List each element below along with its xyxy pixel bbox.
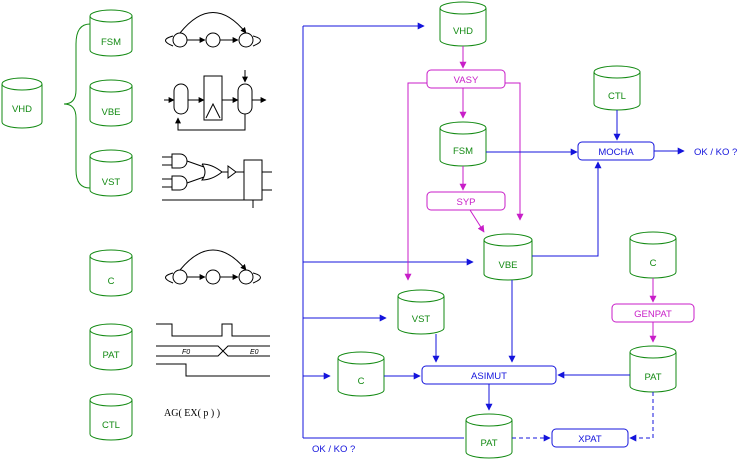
legend-vst-label: VST <box>102 177 121 188</box>
legend-fsm-cylinder: FSM <box>89 9 133 57</box>
flow-ctl-cylinder: CTL <box>593 65 641 111</box>
wave-label-e0: E0 <box>250 349 259 356</box>
flow-vhd-cylinder: VHD <box>439 1 487 47</box>
legend-c-label: C <box>108 276 115 287</box>
flow-vbe-cylinder: VBE <box>483 233 533 281</box>
mocha-result-text: OK / KO ? <box>694 147 737 158</box>
pat-to-xpat-dashed-arrow <box>629 392 654 442</box>
flow-pat-right-cylinder: PAT <box>629 345 677 393</box>
flow-fsm-cylinder: FSM <box>439 121 487 167</box>
legend: VHD FSM VBE VST <box>1 9 272 441</box>
syp-to-vbe-arrow <box>469 209 485 233</box>
syp-label: SYP <box>456 197 475 208</box>
legend-vbe-label: VBE <box>101 107 120 118</box>
flow-vbe-label: VBE <box>498 260 517 271</box>
ctl-formula: AG( EX( p ) ) <box>164 408 220 419</box>
flow-c-right-cylinder: C <box>629 231 677 279</box>
legend-c-cylinder: C <box>89 249 133 297</box>
flow-pat-out-cylinder: PAT <box>465 413 513 459</box>
flow-c-right-label: C <box>650 258 657 269</box>
input-bus <box>302 22 474 439</box>
vbe-to-mocha-arrow <box>532 161 602 257</box>
flow-vst-cylinder: VST <box>397 289 445 335</box>
genpat-tool-box[interactable]: GENPAT <box>611 303 695 323</box>
c-state-graph-icon <box>165 249 261 285</box>
syp-tool-box[interactable]: SYP <box>426 191 506 211</box>
grouping-brace <box>63 23 91 189</box>
legend-pat-label: PAT <box>102 350 119 361</box>
wave-label-f0: F0 <box>182 349 190 356</box>
vasy-tool-box[interactable]: VASY <box>426 69 506 89</box>
legend-vst-cylinder: VST <box>89 149 133 197</box>
asimut-label: ASIMUT <box>471 371 507 382</box>
flow-c-cylinder: C <box>337 351 385 397</box>
flow-fsm-label: FSM <box>453 146 473 157</box>
flow-ctl-label: CTL <box>608 91 626 102</box>
xpat-label: XPAT <box>578 434 602 445</box>
pat-waveform-icon: F0 E0 <box>156 323 270 377</box>
vst-gate-netlist-icon <box>162 153 272 208</box>
legend-fsm-label: FSM <box>101 37 121 48</box>
genpat-label: GENPAT <box>634 309 672 320</box>
flow-vhd-label: VHD <box>453 26 473 37</box>
mocha-label: MOCHA <box>598 147 634 158</box>
flow-pat-out-label: PAT <box>480 438 497 449</box>
flow-pat-right-label: PAT <box>644 372 661 383</box>
legend-pat-cylinder: PAT <box>89 323 133 371</box>
mocha-tool-box[interactable]: MOCHA <box>577 141 655 161</box>
vbe-datapath-icon <box>164 70 267 131</box>
vasy-output-arrows <box>404 82 524 281</box>
legend-vhd-cylinder: VHD <box>1 77 43 129</box>
legend-ctl-label: CTL <box>102 420 120 431</box>
vasy-label: VASY <box>454 75 479 86</box>
xpat-tool-box[interactable]: XPAT <box>551 428 629 448</box>
flow-vst-label: VST <box>412 314 431 325</box>
asimut-tool-box[interactable]: ASIMUT <box>421 365 557 385</box>
flow: VHD VASY FSM SYP VB <box>302 1 737 459</box>
legend-vhd-label: VHD <box>12 104 32 115</box>
fsm-state-graph-icon <box>165 12 261 48</box>
legend-ctl-cylinder: CTL <box>89 393 133 441</box>
asimut-result-text: OK / KO ? <box>312 444 355 455</box>
flow-c-label: C <box>358 376 365 387</box>
legend-vbe-cylinder: VBE <box>89 79 133 127</box>
